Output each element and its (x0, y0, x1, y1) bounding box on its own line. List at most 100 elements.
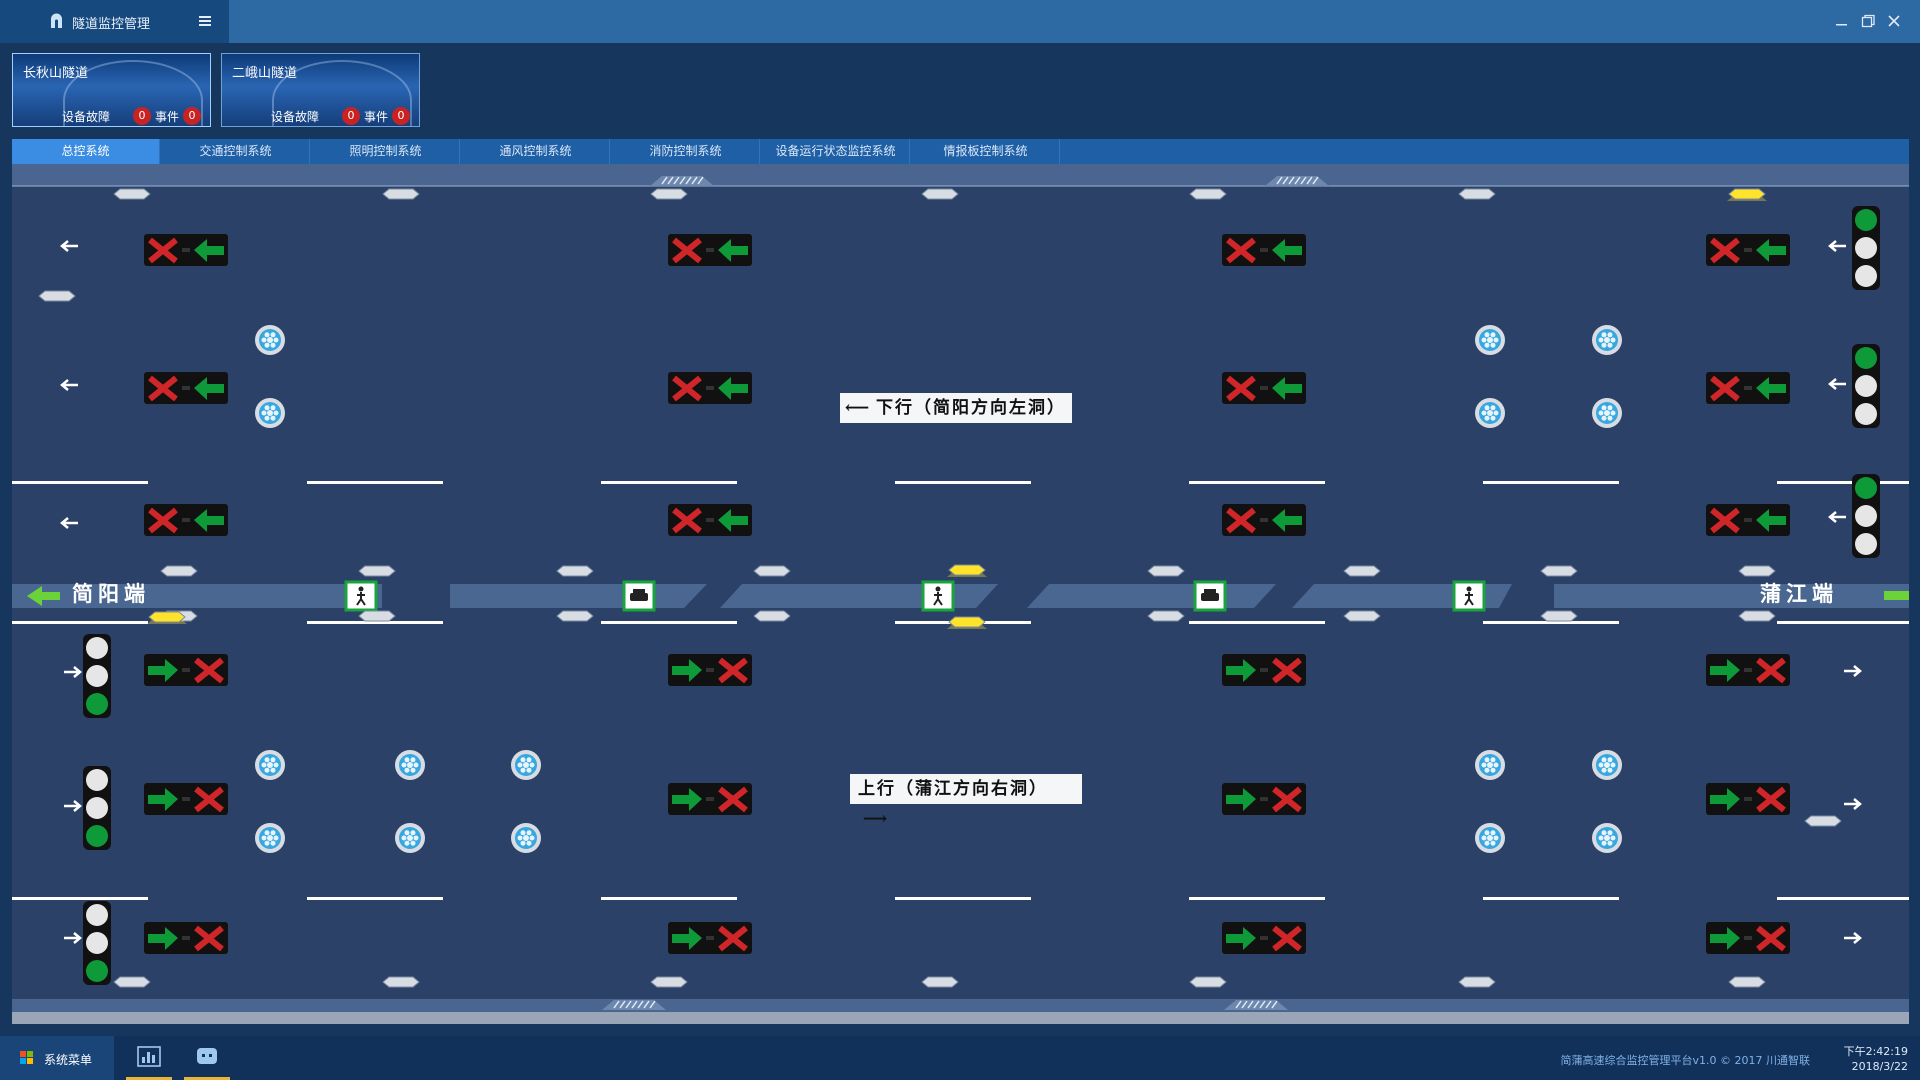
lane-indicator[interactable] (144, 372, 228, 404)
tunnel-lamp[interactable] (113, 976, 151, 988)
jet-fan-icon[interactable] (1592, 823, 1622, 853)
tunnel-lamp[interactable] (556, 565, 594, 577)
tunnel-lamp-on[interactable] (947, 616, 987, 629)
tunnel-lamp[interactable] (1147, 610, 1185, 622)
tunnel-lamp[interactable] (1343, 565, 1381, 577)
jet-fan-icon[interactable] (1592, 398, 1622, 428)
tunnel-lamp-on[interactable] (947, 564, 987, 577)
lane-indicator[interactable] (1706, 654, 1790, 686)
tunnel-lamp[interactable] (1804, 815, 1842, 827)
lane-indicator[interactable] (668, 372, 752, 404)
lane-indicator[interactable] (1706, 922, 1790, 954)
lane-indicator[interactable] (1706, 234, 1790, 266)
lane-indicator[interactable] (668, 654, 752, 686)
tunnel-lamp[interactable] (753, 610, 791, 622)
tunnel-lamp[interactable] (1738, 565, 1776, 577)
tunnel-lamp[interactable] (160, 565, 198, 577)
tunnel-lamp-on[interactable] (147, 611, 187, 624)
taskbar-app-chat[interactable] (184, 1040, 230, 1080)
jet-fan-icon[interactable] (1475, 325, 1505, 355)
tunnel-lamp[interactable] (1458, 976, 1496, 988)
lane-indicator[interactable] (144, 504, 228, 536)
tunnel-lamp[interactable] (382, 188, 420, 200)
lane-indicator[interactable] (1222, 234, 1306, 266)
tunnel-lamp[interactable] (382, 976, 420, 988)
traffic-light[interactable] (83, 634, 111, 718)
jet-fan-icon[interactable] (1475, 750, 1505, 780)
lane-indicator[interactable] (144, 922, 228, 954)
menu-icon[interactable] (196, 12, 214, 30)
tunnel-lamp[interactable] (358, 610, 396, 622)
lane-indicator[interactable] (668, 783, 752, 815)
jet-fan-icon[interactable] (255, 398, 285, 428)
tab-traffic-control[interactable]: 交通控制系统 (162, 139, 310, 164)
lane-indicator[interactable] (1706, 783, 1790, 815)
pedestrian-crossing-sign[interactable] (1452, 580, 1486, 612)
traffic-light[interactable] (1852, 344, 1880, 428)
lane-indicator[interactable] (144, 234, 228, 266)
close-icon[interactable] (1885, 12, 1903, 30)
minimize-icon[interactable] (1833, 12, 1851, 30)
vehicle-crossing-sign[interactable] (622, 580, 656, 612)
jet-fan-icon[interactable] (1475, 823, 1505, 853)
pedestrian-crossing-sign[interactable] (921, 580, 955, 612)
lane-indicator[interactable] (1222, 372, 1306, 404)
tunnel-lamp[interactable] (650, 976, 688, 988)
tab-info-board-control[interactable]: 情报板控制系统 (912, 139, 1060, 164)
tab-ventilation-control[interactable]: 通风控制系统 (462, 139, 610, 164)
tunnel-lamp[interactable] (358, 565, 396, 577)
lane-indicator[interactable] (144, 783, 228, 815)
jet-fan-icon[interactable] (1475, 398, 1505, 428)
lane-indicator[interactable] (1706, 372, 1790, 404)
jet-fan-icon[interactable] (255, 823, 285, 853)
tunnel-lamp[interactable] (1540, 610, 1578, 622)
tunnel-card-ershan[interactable]: 二峨山隧道 设备故障 0 事件 0 (221, 53, 420, 127)
traffic-light[interactable] (83, 901, 111, 985)
tunnel-lamp[interactable] (753, 565, 791, 577)
jet-fan-icon[interactable] (1592, 325, 1622, 355)
jet-fan-icon[interactable] (395, 823, 425, 853)
lane-indicator[interactable] (1222, 654, 1306, 686)
lane-indicator[interactable] (1222, 783, 1306, 815)
tunnel-lamp[interactable] (1738, 610, 1776, 622)
tunnel-lamp[interactable] (650, 188, 688, 200)
tunnel-lamp[interactable] (1728, 976, 1766, 988)
tunnel-lamp[interactable] (38, 290, 76, 302)
tab-master-control[interactable]: 总控系统 (12, 139, 160, 164)
vehicle-crossing-sign[interactable] (1193, 580, 1227, 612)
tunnel-lamp[interactable] (921, 976, 959, 988)
lane-indicator[interactable] (668, 504, 752, 536)
lane-indicator[interactable] (1222, 504, 1306, 536)
traffic-light[interactable] (1852, 206, 1880, 290)
tunnel-lamp[interactable] (1189, 976, 1227, 988)
lane-indicator[interactable] (668, 234, 752, 266)
lane-indicator[interactable] (1706, 504, 1790, 536)
lane-indicator[interactable] (668, 922, 752, 954)
taskbar-app-monitor[interactable] (126, 1040, 172, 1080)
maximize-icon[interactable] (1859, 12, 1877, 30)
tunnel-lamp[interactable] (1540, 565, 1578, 577)
tunnel-card-changqiushan[interactable]: 长秋山隧道 设备故障 0 事件 0 (12, 53, 211, 127)
jet-fan-icon[interactable] (511, 750, 541, 780)
tab-equipment-status[interactable]: 设备运行状态监控系统 (762, 139, 910, 164)
system-menu-button[interactable]: 系统菜单 (0, 1036, 114, 1080)
tunnel-lamp[interactable] (921, 188, 959, 200)
tunnel-lamp[interactable] (1458, 188, 1496, 200)
jet-fan-icon[interactable] (255, 750, 285, 780)
lane-indicator[interactable] (144, 654, 228, 686)
pedestrian-crossing-sign[interactable] (344, 580, 378, 612)
tab-lighting-control[interactable]: 照明控制系统 (312, 139, 460, 164)
tunnel-lamp[interactable] (1189, 188, 1227, 200)
jet-fan-icon[interactable] (255, 325, 285, 355)
tunnel-lamp[interactable] (1147, 565, 1185, 577)
tab-fire-control[interactable]: 消防控制系统 (612, 139, 760, 164)
tunnel-lamp[interactable] (1343, 610, 1381, 622)
tunnel-lamp[interactable] (113, 188, 151, 200)
jet-fan-icon[interactable] (511, 823, 541, 853)
jet-fan-icon[interactable] (1592, 750, 1622, 780)
tunnel-lamp[interactable] (556, 610, 594, 622)
traffic-light[interactable] (83, 766, 111, 850)
lane-indicator[interactable] (1222, 922, 1306, 954)
tunnel-lamp-on[interactable] (1727, 188, 1767, 201)
jet-fan-icon[interactable] (395, 750, 425, 780)
